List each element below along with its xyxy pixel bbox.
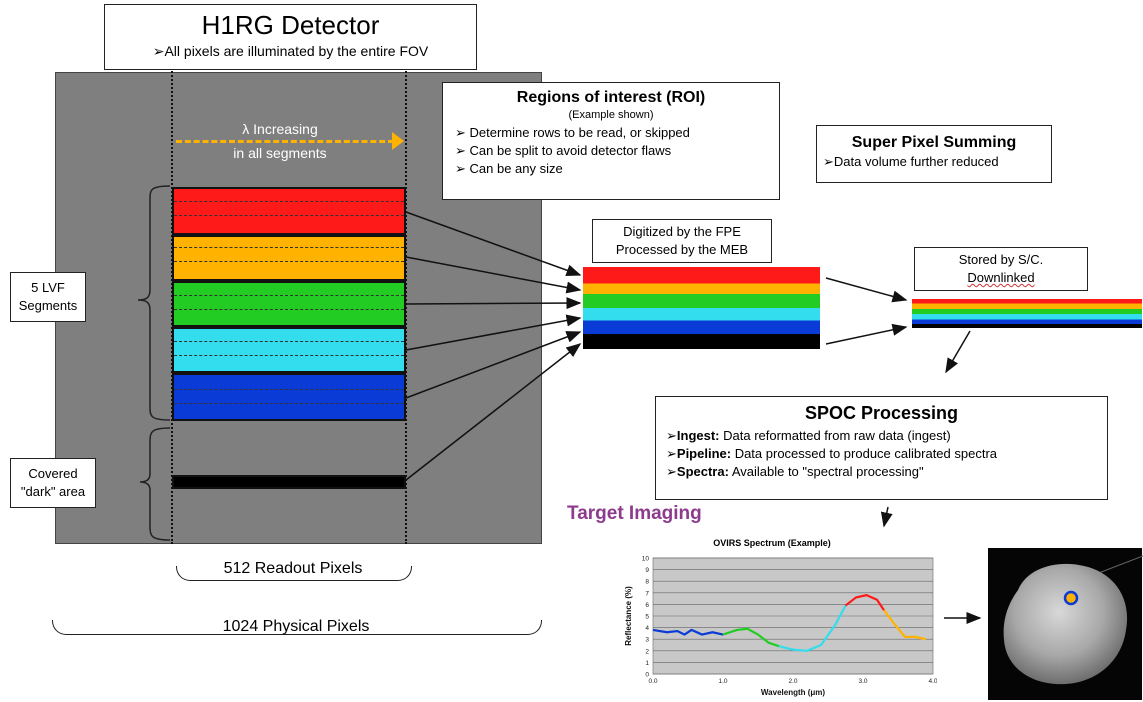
spectrum-series-line [778, 605, 847, 652]
x-tick-label: 1.0 [718, 678, 727, 685]
detector-subtitle: ➢All pixels are illuminated by the entir… [152, 43, 429, 59]
asteroid-shape [1003, 563, 1128, 685]
lvf-segments-line1: 5 LVF [31, 280, 65, 295]
target-marker [1063, 590, 1079, 606]
spoc-item-text: Data reformatted from raw data (ingest) [719, 428, 951, 443]
spoc-item: ➢Spectra: Available to "spectral process… [666, 463, 1107, 481]
fpe-line1: Digitized by the FPE [623, 224, 741, 239]
stored-box: Stored by S/C. Downlinked [914, 247, 1088, 291]
spectrum-series-line [844, 594, 885, 611]
spectrum-series-line [722, 627, 780, 648]
spectrum-chart: OVIRS Spectrum (Example) 0 1 2 3 4 5 6 7 8 9 10 0.0… [607, 538, 937, 700]
lambda-label-line1: λ Increasing [242, 121, 318, 137]
spoc-item-key: ➢Pipeline: [666, 446, 732, 461]
y-tick-label: 1 [645, 660, 649, 667]
roi-bullet: ➢ Determine rows to be read, or skipped [455, 125, 690, 140]
y-axis-label: Reflectance (%) [624, 586, 633, 646]
y-tick-label: 4 [645, 625, 649, 632]
roi-title: Regions of interest (ROI) [516, 89, 706, 106]
spoc-item: ➢Ingest: Data reformatted from raw data … [666, 427, 1107, 445]
stored-line1: Stored by S/C. [958, 252, 1044, 267]
lvf-segments-label: 5 LVF Segments [10, 272, 86, 322]
summing-box: Super Pixel Summing ➢Data volume further… [816, 125, 1052, 183]
y-tick-label: 10 [642, 556, 650, 563]
spoc-item-text: Available to "spectral processing" [728, 464, 924, 479]
spoc-title: SPOC Processing [804, 403, 959, 423]
dark-area-label: Covered "dark" area [10, 458, 96, 508]
y-tick-label: 9 [645, 567, 649, 574]
y-tick-label: 5 [645, 614, 649, 621]
digitized-stripes [583, 267, 820, 349]
downlinked-stripes [912, 299, 1142, 328]
x-tick-label: 3.0 [858, 678, 867, 685]
y-tick-label: 0 [645, 672, 649, 679]
x-tick-label: 4.0 [928, 678, 937, 685]
spoc-item-text: Data processed to produce calibrated spe… [731, 446, 998, 461]
roi-bullet: ➢ Can be split to avoid detector flaws [455, 143, 672, 158]
fpe-line2: Processed by the MEB [615, 242, 749, 257]
x-tick-label: 2.0 [788, 678, 797, 685]
segment-green [172, 281, 406, 327]
summing-title: Super Pixel Summing [851, 134, 1017, 151]
fpe-box: Digitized by the FPE Processed by the ME… [592, 219, 772, 263]
chart-title: OVIRS Spectrum (Example) [713, 538, 831, 548]
spoc-box: SPOC Processing ➢Ingest: Data reformatte… [655, 396, 1108, 500]
roi-subtitle: (Example shown) [568, 109, 654, 121]
target-imaging-heading: Target Imaging [567, 503, 702, 524]
summing-bullet: ➢Data volume further reduced [823, 154, 999, 169]
roi-box: Regions of interest (ROI) (Example shown… [442, 82, 780, 200]
lambda-label-line2: in all segments [233, 145, 327, 161]
stored-line2: Downlinked [967, 270, 1035, 285]
spoc-item: ➢Pipeline: Data processed to produce cal… [666, 445, 1107, 463]
segment-cyan [172, 327, 406, 373]
readout-pixels-label: 512 Readout Pixels [223, 560, 363, 577]
physical-pixels-label: 1024 Physical Pixels [222, 618, 370, 635]
lambda-arrow-shaft [176, 140, 394, 143]
segment-blue [172, 373, 406, 421]
y-tick-label: 2 [645, 648, 649, 655]
lambda-label: λ Increasing in all segments [190, 118, 370, 164]
segment-red [172, 187, 406, 235]
x-axis-label: Wavelength (μm) [761, 688, 825, 697]
detector-title-box: H1RG Detector ➢All pixels are illuminate… [104, 4, 477, 70]
detector-title: H1RG Detector [201, 10, 380, 40]
spoc-item-key: ➢Ingest: [666, 428, 720, 443]
asteroid-image [988, 548, 1142, 700]
lvf-segments-line2: Segments [18, 298, 78, 313]
y-tick-label: 3 [645, 637, 649, 644]
spoc-item-key: ➢Spectra: [666, 464, 729, 479]
segment-orange [172, 235, 406, 281]
roi-bullet: ➢ Can be any size [455, 161, 563, 176]
dark-row [172, 475, 406, 489]
dark-area-line2: "dark" area [20, 484, 86, 499]
spectrum-series-line [883, 609, 927, 641]
x-tick-label: 0.0 [648, 678, 657, 685]
spectrum-series-line [652, 628, 724, 636]
lambda-arrow-head [392, 132, 404, 150]
readout-right-boundary [405, 40, 407, 544]
y-tick-label: 7 [645, 590, 649, 597]
y-tick-label: 6 [645, 602, 649, 609]
y-tick-label: 8 [645, 579, 649, 586]
dark-area-line1: Covered [28, 466, 78, 481]
